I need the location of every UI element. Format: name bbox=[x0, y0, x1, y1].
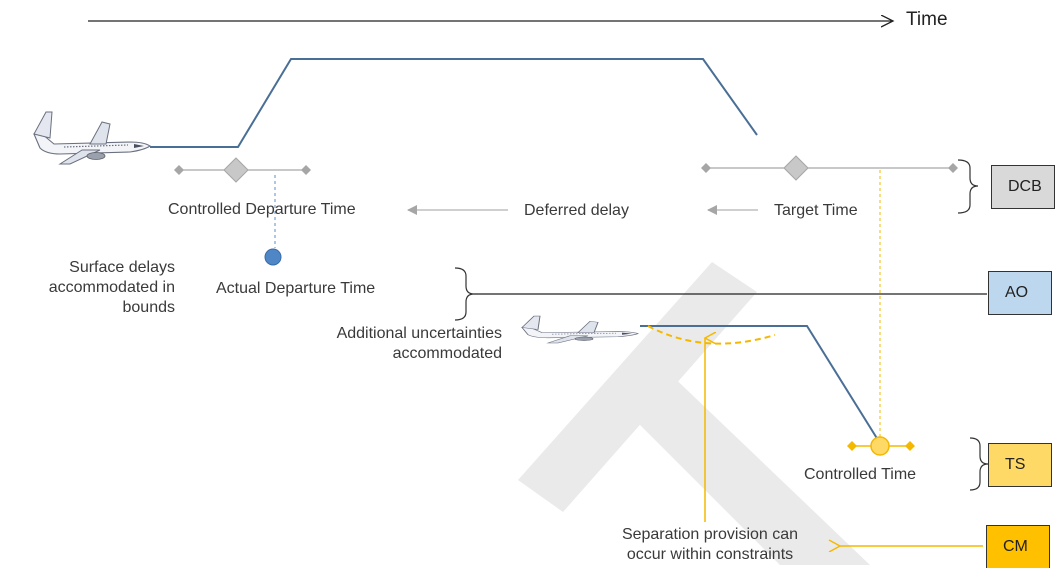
controlled-time-marker bbox=[847, 436, 915, 456]
target-time-window-marker bbox=[701, 155, 958, 181]
ts-brace bbox=[969, 437, 989, 491]
controlled-time-label: Controlled Time bbox=[804, 466, 917, 483]
ctot-window-marker bbox=[174, 157, 311, 183]
surface-delays-label: Surface delays accommodated in bounds bbox=[20, 258, 175, 318]
layer-box-ts-label: TS bbox=[1005, 456, 1026, 473]
layer-box-ao-label: AO bbox=[1005, 284, 1029, 301]
departing-airplane-icon bbox=[33, 111, 151, 165]
surface-delays-line-1: Surface delays bbox=[69, 259, 175, 276]
controlled-departure-time-label: Controlled Departure Time bbox=[168, 201, 356, 218]
watermark-t-shape bbox=[518, 262, 870, 565]
arrival-flight-profile bbox=[640, 325, 879, 441]
dcb-brace bbox=[957, 159, 979, 214]
actual-departure-dot bbox=[264, 248, 282, 266]
surface-delays-line-2: accommodated in bbox=[48, 279, 175, 296]
arriving-airplane-icon bbox=[521, 315, 639, 344]
layer-box-dcb-label: DCB bbox=[1008, 178, 1042, 195]
separation-provision-line-1: Separation provision can bbox=[621, 526, 799, 543]
layer-box-cm-label: CM bbox=[1003, 538, 1028, 555]
layer-box-ts: TS bbox=[988, 443, 1052, 487]
ao-brace bbox=[454, 267, 475, 321]
layer-box-cm: CM bbox=[986, 525, 1050, 568]
departure-flight-profile bbox=[150, 58, 758, 148]
target-time-label: Target Time bbox=[774, 202, 858, 219]
deferred-delay-label: Deferred delay bbox=[524, 202, 629, 219]
additional-uncertainties-line-1: Additional uncertainties bbox=[336, 325, 502, 342]
additional-uncertainties-line-2: accommodated bbox=[392, 345, 502, 362]
layer-box-ao: AO bbox=[988, 271, 1052, 315]
separation-provision-line-2: occur within constraints bbox=[626, 546, 794, 563]
additional-uncertainties-label: Additional uncertainties accommodated bbox=[280, 324, 502, 364]
surface-delays-line-3: bounds bbox=[122, 299, 176, 316]
separation-provision-label: Separation provision can occur within co… bbox=[590, 525, 830, 565]
layer-box-dcb: DCB bbox=[991, 165, 1055, 209]
actual-departure-time-label: Actual Departure Time bbox=[216, 280, 376, 297]
time-axis-label: Time bbox=[906, 9, 948, 30]
